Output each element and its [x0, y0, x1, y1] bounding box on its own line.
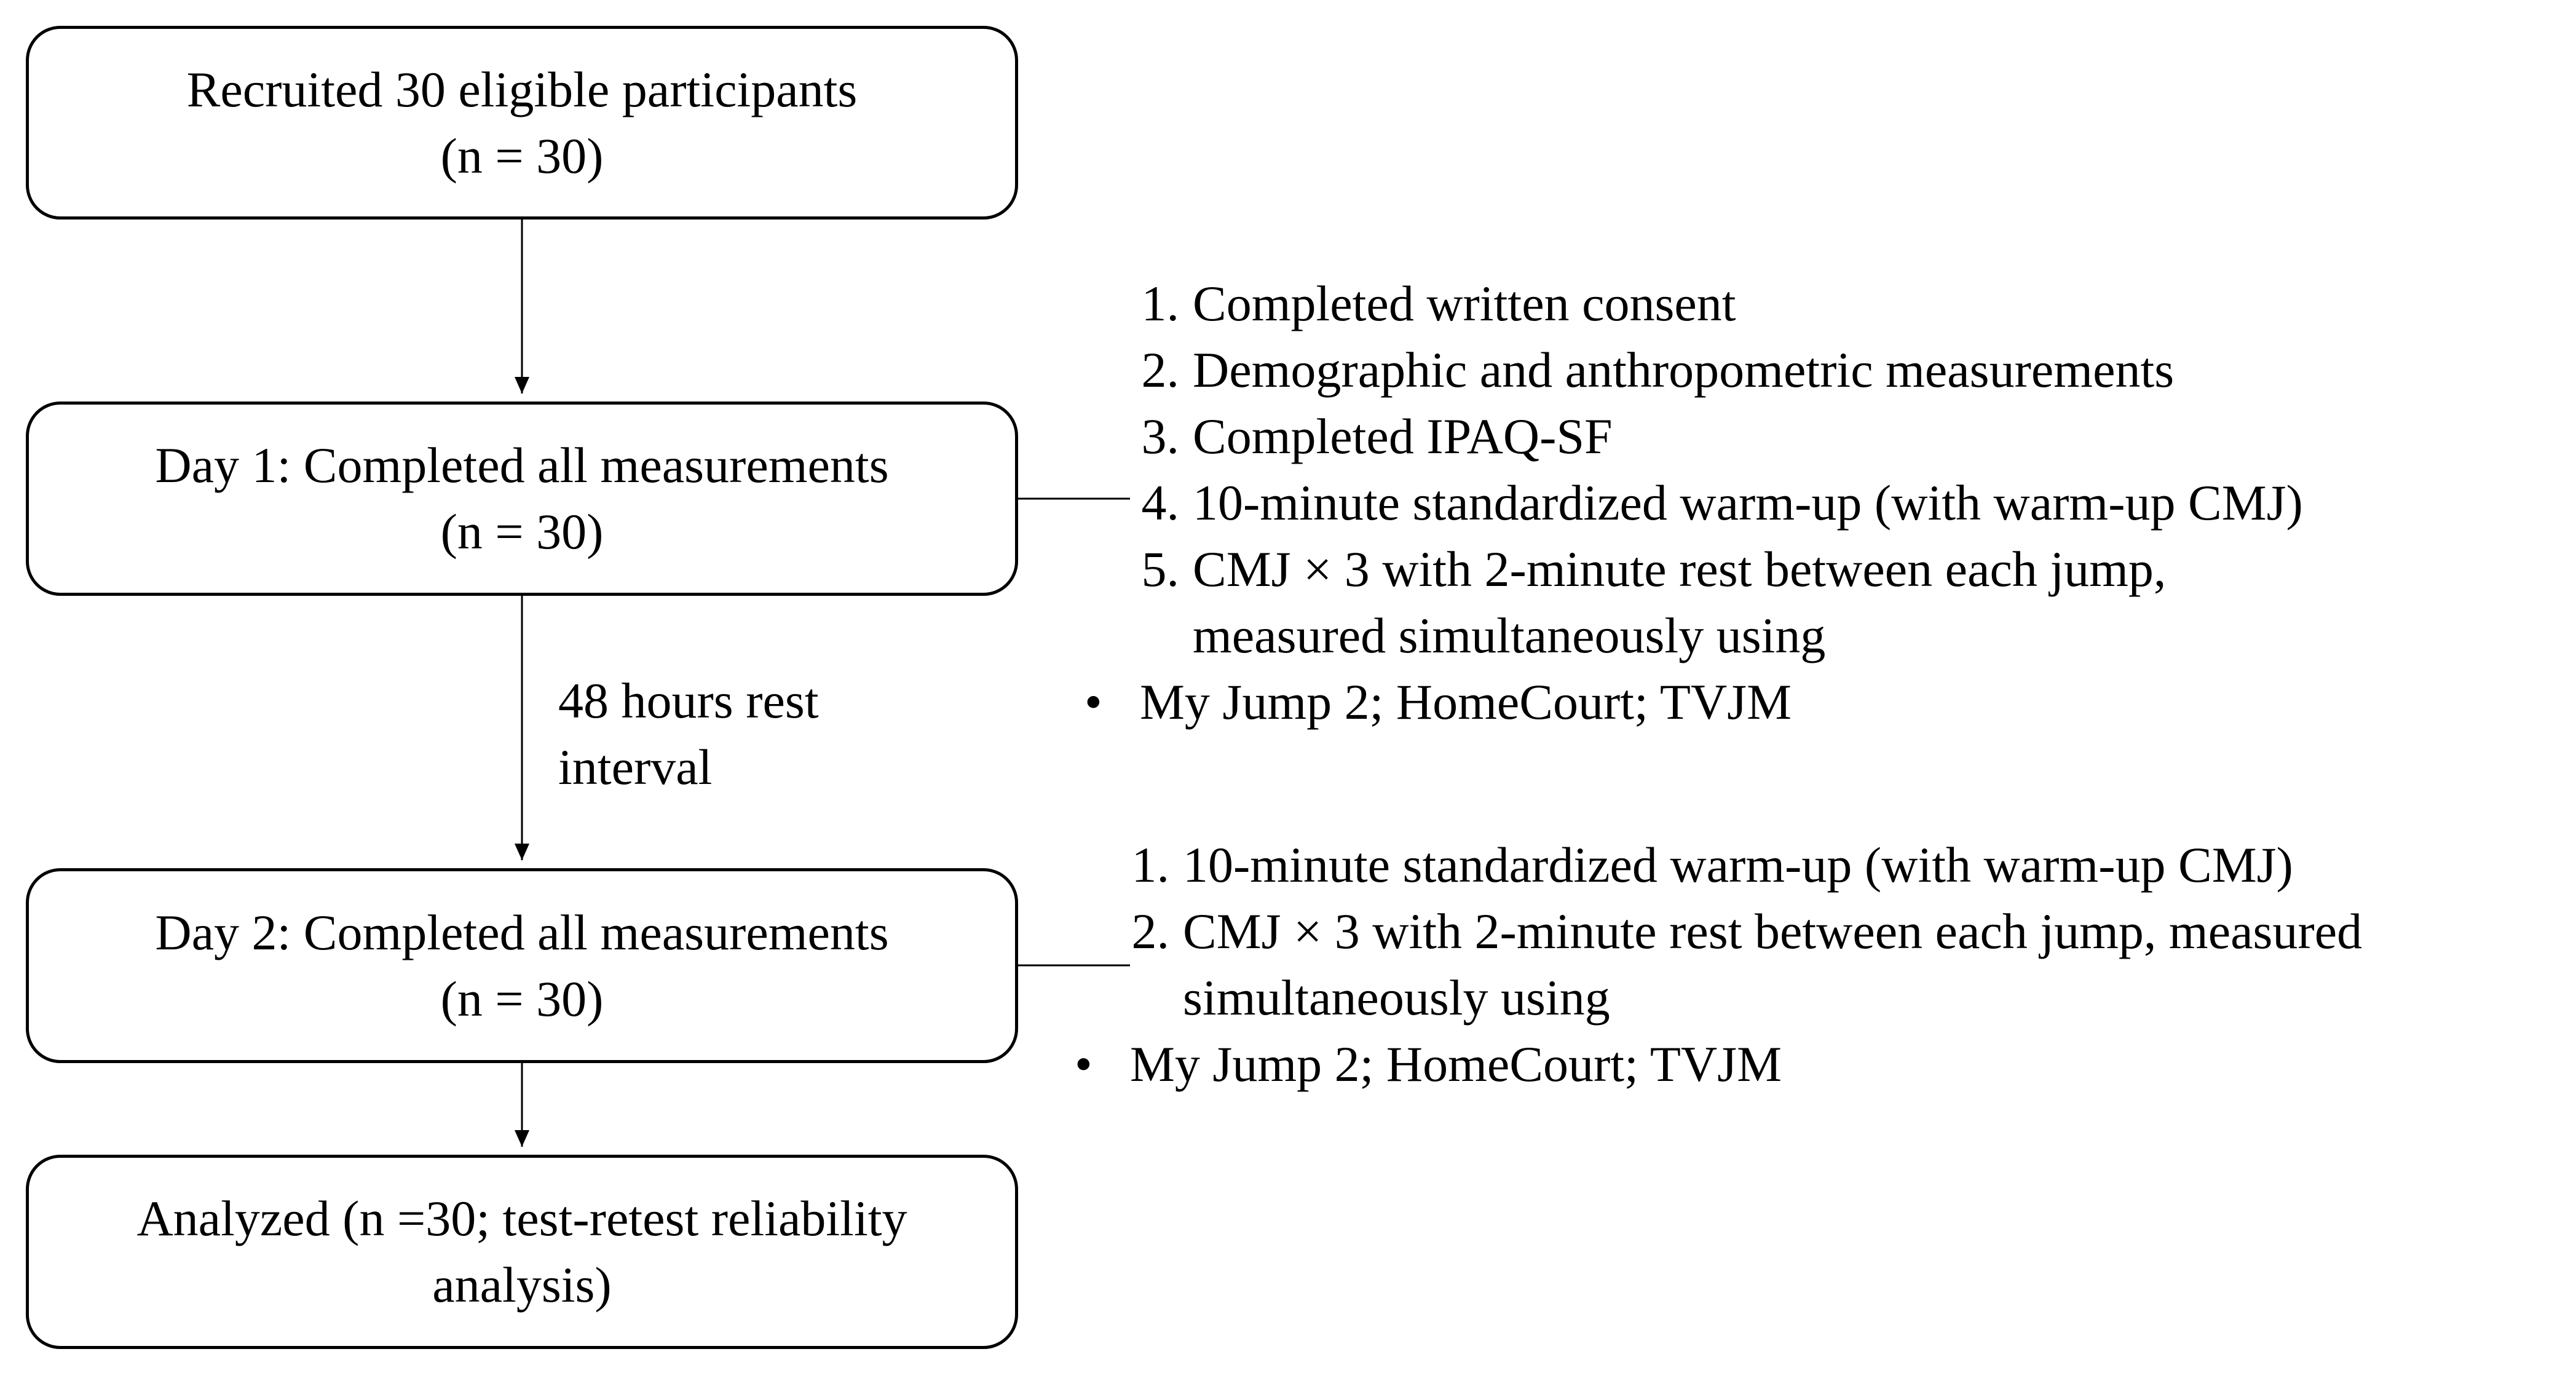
step-text: 10-minute standardized warm-up (with war… — [1193, 475, 2303, 531]
recruited-count: (n = 30) — [440, 127, 604, 184]
step-text-cont: measured simultaneously using — [1193, 607, 1826, 663]
step-text: Completed IPAQ-SF — [1193, 408, 1613, 464]
step-number: 1. — [1131, 837, 1170, 893]
analyzed-box: Analyzed (n =30; test-retest reliability… — [26, 1155, 1018, 1349]
step-text: Completed written consent — [1193, 275, 1736, 331]
bullet-icon: • — [1075, 1036, 1092, 1092]
day1-box: Day 1: Completed all measurements (n = 3… — [26, 402, 1018, 596]
day2-box: Day 2: Completed all measurements (n = 3… — [26, 868, 1018, 1063]
day1-sub-item: • My Jump 2; HomeCourt; TVJM — [1023, 669, 2522, 735]
day2-step: 2. CMJ × 3 with 2-minute rest between ea… — [1098, 898, 2561, 1031]
step-number: 5. — [1141, 541, 1180, 597]
day2-count: (n = 30) — [440, 970, 604, 1027]
recruited-title: Recruited 30 eligible participants — [186, 61, 858, 117]
step-number: 1. — [1141, 275, 1180, 331]
rest-line1: 48 hours rest — [558, 673, 819, 729]
analyzed-title: Analyzed (n =30; test-retest reliability — [136, 1190, 907, 1246]
sub-item-text: My Jump 2; HomeCourt; TVJM — [1140, 674, 1792, 730]
analyzed-title-cont: analysis) — [432, 1257, 612, 1313]
sub-item-text: My Jump 2; HomeCourt; TVJM — [1130, 1036, 1782, 1092]
step-text-cont: simultaneously using — [1183, 970, 1610, 1026]
rest-interval-label: 48 hours rest interval — [558, 668, 819, 801]
day1-step: 1. Completed written consent — [1108, 271, 2522, 337]
step-text: CMJ × 3 with 2-minute rest between each … — [1193, 541, 2167, 597]
rest-line2: interval — [558, 739, 713, 795]
step-text: Demographic and anthropometric measureme… — [1193, 342, 2175, 398]
step-number: 4. — [1141, 475, 1180, 531]
recruited-box: Recruited 30 eligible participants (n = … — [26, 26, 1018, 220]
day1-step-list: 1. Completed written consent 2. Demograp… — [1085, 271, 2522, 735]
step-text: 10-minute standardized warm-up (with war… — [1183, 837, 2293, 893]
day2-sub-item: • My Jump 2; HomeCourt; TVJM — [1013, 1031, 2561, 1098]
day1-step: 5. CMJ × 3 with 2-minute rest between ea… — [1108, 536, 2522, 669]
day2-title: Day 2: Completed all measurements — [155, 904, 889, 960]
day1-title: Day 1: Completed all measurements — [155, 437, 889, 493]
step-text: CMJ × 3 with 2-minute rest between each … — [1183, 903, 2363, 959]
day1-step: 2. Demographic and anthropometric measur… — [1108, 337, 2522, 403]
step-number: 3. — [1141, 408, 1180, 464]
day2-step-list: 1. 10-minute standardized warm-up (with … — [1075, 832, 2561, 1098]
day2-step: 1. 10-minute standardized warm-up (with … — [1098, 832, 2561, 898]
day1-step: 3. Completed IPAQ-SF — [1108, 403, 2522, 470]
step-number: 2. — [1131, 903, 1170, 959]
day1-step: 4. 10-minute standardized warm-up (with … — [1108, 470, 2522, 536]
day1-count: (n = 30) — [440, 504, 604, 560]
bullet-icon: • — [1085, 674, 1102, 730]
step-number: 2. — [1141, 342, 1180, 398]
